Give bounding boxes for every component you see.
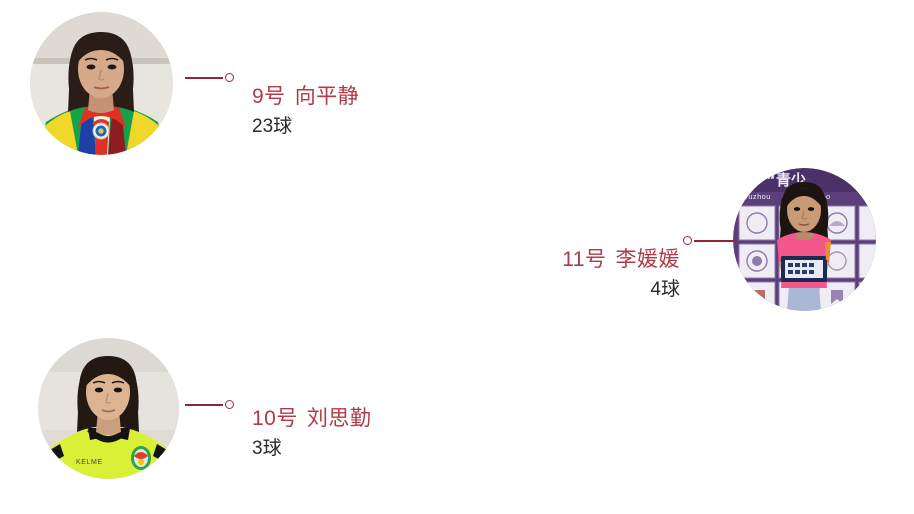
- svg-text:KELME: KELME: [76, 459, 103, 466]
- player-name-1: 9号向平静: [252, 84, 359, 110]
- connector-stroke: [185, 404, 223, 406]
- player-fullname-1: 向平静: [294, 85, 360, 108]
- player-number-2: 10号: [252, 407, 298, 430]
- player-number-1: 9号: [252, 85, 286, 108]
- connector-endpoint-dot: [225, 73, 234, 82]
- player-fullname-2: 刘思勤: [306, 407, 372, 430]
- svg-text:Wuzhou: Wuzhou: [741, 192, 771, 201]
- player-photo-3: “青少 Wuzhou Youth Foo: [733, 168, 876, 311]
- player-name-3: 11号李媛媛: [476, 247, 680, 273]
- player-label-3: 11号李媛媛 4球: [476, 247, 680, 302]
- player-photo-2: KELME: [38, 338, 179, 479]
- portrait-illustration-1: [30, 12, 173, 155]
- player-label-1: 9号向平静 23球: [252, 84, 359, 139]
- portrait-illustration-2: KELME: [38, 338, 179, 479]
- connector-line-2: [185, 398, 234, 412]
- player-label-2: 10号刘思勤 3球: [252, 406, 371, 461]
- player-goals-3: 4球: [650, 279, 680, 300]
- portrait-illustration-3: “青少 Wuzhou Youth Foo: [733, 168, 876, 311]
- connector-endpoint-dot: [225, 400, 234, 409]
- player-goals-2: 3球: [252, 438, 282, 459]
- player-goals-1: 23球: [252, 116, 293, 137]
- player-number-3: 11号: [562, 248, 607, 271]
- connector-endpoint-dot: [683, 236, 692, 245]
- connector-line-1: [185, 71, 234, 85]
- player-photo-1: [30, 12, 173, 155]
- connector-stroke: [185, 77, 223, 79]
- player-fullname-3: 李媛媛: [615, 248, 680, 271]
- player-name-2: 10号刘思勤: [252, 406, 371, 432]
- connector-stroke: [694, 240, 735, 242]
- connector-line-3: [683, 234, 735, 248]
